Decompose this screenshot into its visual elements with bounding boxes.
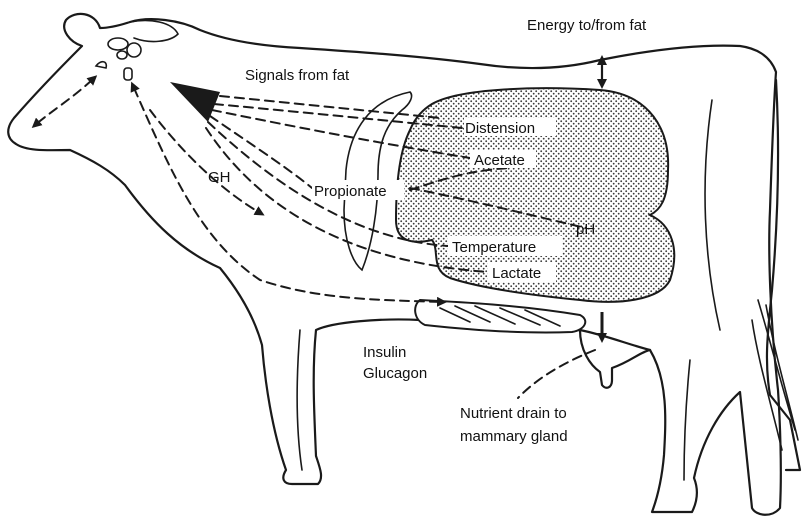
- label-nutrient-line2: mammary gland: [460, 428, 568, 445]
- label-signals: Signals from fat: [245, 67, 350, 84]
- label-gh: GH: [208, 169, 231, 186]
- label-distension: Distension: [465, 120, 535, 137]
- brain-lobe-3: [117, 51, 127, 59]
- hind-leg-back: [705, 100, 720, 330]
- label-energy: Energy to/from fat: [527, 17, 647, 34]
- front-leg-inner: [297, 330, 302, 470]
- signals-arrowhead: [170, 82, 220, 122]
- label-acetate: Acetate: [474, 152, 525, 169]
- label-temperature: Temperature: [452, 239, 536, 256]
- pancreas: [415, 300, 585, 333]
- pituitary-mark: [124, 68, 132, 80]
- label-lactate: Lactate: [492, 265, 541, 282]
- hind-leg-inner: [684, 360, 690, 480]
- label-insulin: Insulin: [363, 344, 406, 361]
- brain-lobe-1: [108, 38, 128, 50]
- label-ph: pH: [576, 221, 595, 238]
- eye-mark: [96, 62, 106, 68]
- cow-ear: [130, 21, 178, 42]
- nutrient-drain-line: [518, 350, 595, 398]
- label-glucagon: Glucagon: [363, 365, 427, 382]
- label-nutrient-line1: Nutrient drain to: [460, 405, 567, 422]
- label-propionate: Propionate: [314, 183, 387, 200]
- brain-lobe-2: [127, 43, 141, 57]
